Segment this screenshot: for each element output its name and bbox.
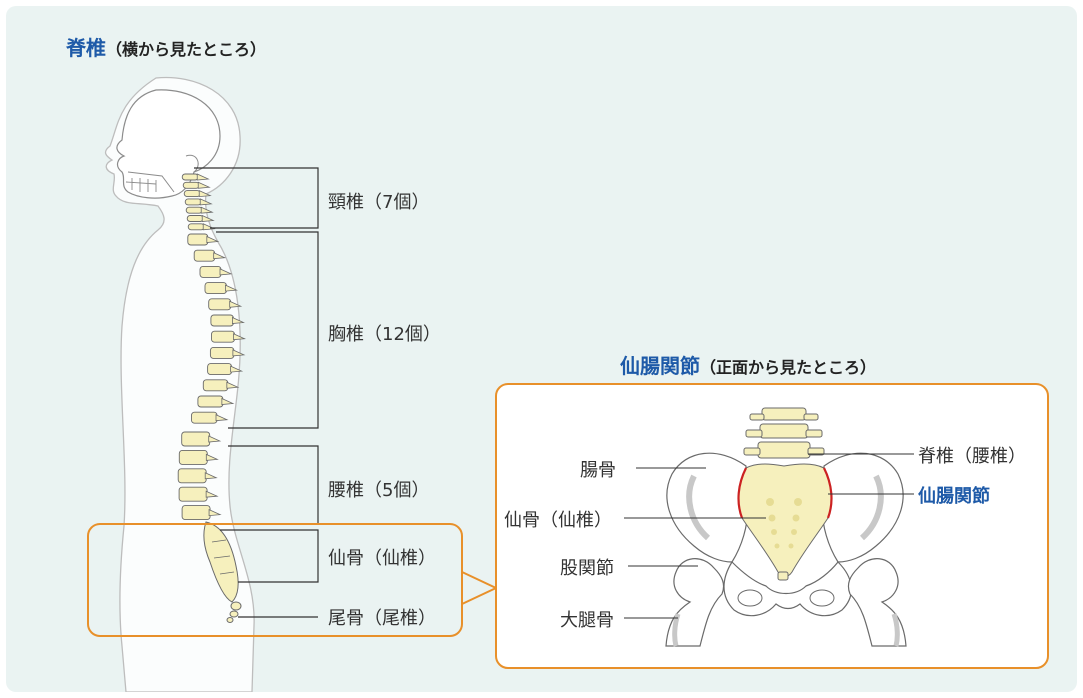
vertebra: [186, 215, 204, 222]
vertebra: [178, 486, 208, 502]
spinous-process: [219, 268, 233, 276]
vertebra: [191, 411, 218, 424]
spinous-process: [208, 435, 222, 443]
spinous-process: [232, 316, 245, 324]
label-ilium: 腸骨: [580, 460, 616, 481]
spinous-process: [198, 189, 212, 198]
spinous-process: [226, 381, 240, 389]
sacrum-highlight-box: [87, 523, 463, 637]
spinous-process: [230, 365, 244, 373]
label-lumbar: 腰椎（5個）: [328, 480, 430, 501]
sacrum-front: [738, 463, 832, 577]
vertebra: [177, 468, 207, 484]
spinous-process: [221, 397, 235, 405]
spine-title-sub: （横から見たところ）: [106, 40, 267, 59]
pelvis-leaders: [624, 453, 914, 619]
label-cervical: 頸椎（7個）: [328, 192, 430, 213]
spinous-process: [215, 414, 229, 422]
spine-title-main: 脊椎: [66, 36, 106, 60]
vertebra: [199, 265, 222, 278]
vertebra: [211, 330, 235, 343]
spinous-process: [233, 333, 247, 341]
vertebra: [193, 249, 216, 262]
vertebra: [178, 449, 208, 465]
spinous-process: [213, 252, 227, 260]
vertebra: [184, 198, 202, 206]
femur-right: [847, 558, 907, 647]
spinous-process: [205, 490, 219, 498]
label-spine-lumbar: 脊椎（腰椎）: [918, 446, 1026, 467]
vertebra: [204, 282, 227, 295]
spinous-process: [229, 300, 243, 308]
label-pelvis-sacrum: 仙骨（仙椎）: [504, 510, 612, 531]
spinous-process: [204, 472, 218, 480]
sacral-foramina: [766, 498, 802, 549]
vertebra: [209, 346, 235, 359]
callout-pointer: [461, 571, 499, 605]
si-joint-right: [823, 467, 833, 519]
spinous-process: [206, 235, 220, 243]
pelvis-title-main: 仙腸関節: [620, 354, 700, 378]
vertebral-column: [177, 173, 247, 521]
lumbar-front: [743, 407, 825, 459]
pelvis-title-sub: （正面から見たところ）: [700, 358, 877, 377]
pelvis-title: 仙腸関節（正面から見たところ）: [620, 350, 876, 379]
vertebra: [181, 505, 211, 521]
spinous-process: [208, 508, 222, 517]
label-femur: 大腿骨: [560, 610, 614, 631]
vertebra: [207, 363, 233, 376]
spinous-process: [196, 173, 210, 181]
femur-left: [665, 558, 725, 647]
diagram-graphics: [87, 76, 1049, 692]
vertebra: [181, 173, 199, 181]
vertebra: [208, 298, 232, 311]
vertebra: [183, 190, 201, 198]
spinous-process: [197, 181, 211, 189]
spinous-process: [232, 349, 246, 357]
vertebra: [185, 206, 203, 214]
vertebra: [202, 379, 229, 392]
label-si-joint: 仙腸関節: [918, 486, 990, 507]
spinous-process: [199, 198, 213, 206]
vertebra: [187, 233, 209, 246]
vertebra: [197, 395, 224, 408]
skull: [116, 89, 221, 199]
label-thoracic: 胸椎（12個）: [328, 324, 441, 345]
spinous-process: [205, 453, 219, 461]
label-sacrum: 仙骨（仙椎）: [328, 548, 436, 569]
diagram-panel: 脊椎（横から見たところ） 仙腸関節（正面から見たところ） 頸椎（7個） 胸椎（1…: [6, 6, 1077, 692]
spine-title: 脊椎（横から見たところ）: [66, 32, 266, 61]
vertebra: [187, 223, 205, 231]
coccyx-side: [230, 601, 242, 611]
label-hip-joint: 股関節: [560, 558, 614, 579]
spinous-process: [225, 284, 238, 292]
vertebra: [182, 181, 200, 189]
spinous-process: [201, 214, 215, 222]
vertebra: [210, 314, 234, 327]
si-joint-left: [737, 467, 747, 519]
label-coccyx: 尾骨（尾椎）: [328, 608, 436, 629]
spinous-process: [200, 206, 214, 214]
vertebra: [181, 431, 211, 447]
